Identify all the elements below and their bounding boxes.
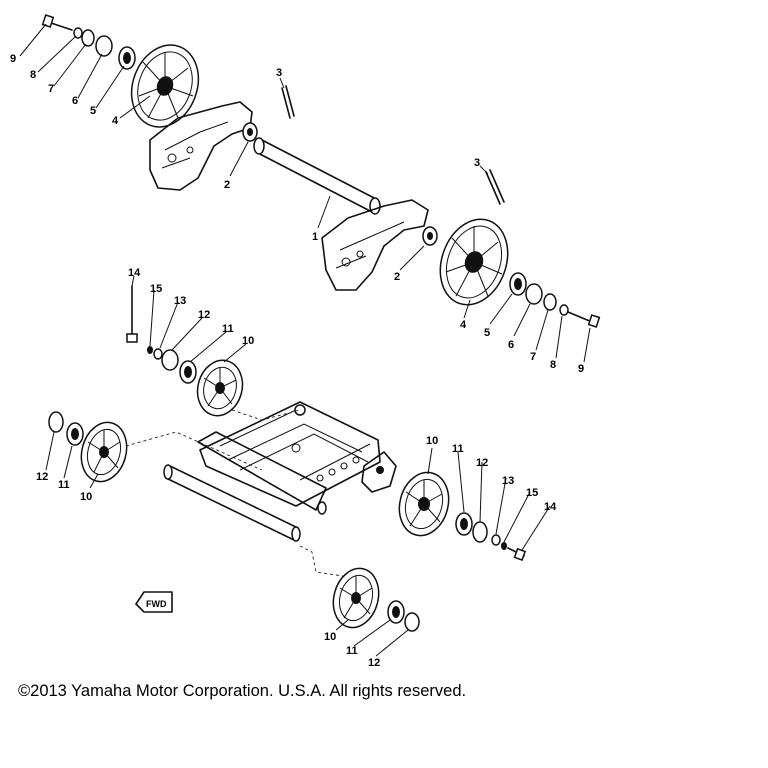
washer-8-upper-left [73,27,83,39]
ring-13-mid-right [491,534,501,546]
callout-5-right: 5 [484,327,490,339]
bearing-11-mid-right [455,512,473,536]
callout-11-mid-right: 11 [452,443,464,455]
guide-line-bottom [299,545,357,579]
callout-7-upper-left: 7 [48,83,54,95]
leader-lines [19,23,591,657]
wheel-4-upper-left [130,44,200,128]
bearing-11-lower-center [387,600,405,624]
callout-3-right: 3 [474,157,480,169]
callout-10-lower-center: 10 [324,631,336,643]
callout-10-lower-left: 10 [80,491,92,503]
washer-15-mid-right [501,542,507,550]
callout-8-upper-left: 8 [30,69,36,81]
wheel-4-right [439,218,509,306]
callout-3-upper: 3 [276,67,282,79]
callout-13-mid-left: 13 [174,295,186,307]
callout-10-mid-left: 10 [242,335,254,347]
axle-bracket-right [361,451,397,493]
idler-wheel-10-mid-left [196,359,244,417]
idler-wheel-10-lower-center [332,567,380,629]
forward-arrow-icon: FWD [135,591,173,613]
forward-label: FWD [146,599,167,609]
suspension-arm-upper-left [149,101,253,191]
ring-12-mid-right [472,521,488,543]
callout-2-upper-left: 2 [224,179,230,191]
pin-3-right [485,169,505,205]
callout-11-lower-left: 11 [58,479,70,491]
bearing-11-mid-left [179,360,197,384]
callout-2-right: 2 [394,271,400,283]
copyright-notice: ©2013 Yamaha Motor Corporation. U.S.A. A… [18,682,467,700]
cross-shaft-1 [253,137,381,215]
washer-15-mid-left [147,346,153,354]
callout-12-mid-left: 12 [198,309,210,321]
callout-14-mid-right: 14 [544,501,557,513]
washer-8-right [559,304,569,316]
connector-shaft [197,431,327,515]
slide-rail-frame [199,401,381,507]
callout-7-right: 7 [530,351,536,363]
bearing-5-upper-left [118,46,136,70]
ring-12-mid-left [161,349,179,371]
guide-line-mid [231,409,301,421]
ring-12-lower-left [48,411,64,433]
callout-5-upper-left: 5 [90,105,96,117]
callout-12-mid-right: 12 [476,457,488,469]
bolt-14-mid-left [126,285,138,343]
callout-4-right: 4 [460,319,467,331]
suspension-arm-upper-right [321,199,429,291]
ring-13-mid-left [153,348,163,360]
guide-line-left [125,431,263,471]
callout-14-mid-left: 14 [128,267,141,279]
callout-12-lower-left: 12 [36,471,48,483]
ring-7-upper-left [81,29,95,47]
callout-8-right: 8 [550,359,556,371]
callout-1: 1 [312,231,318,243]
ring-6-right [525,283,543,305]
bearing-5-right [509,272,527,296]
bolt-14-mid-right [507,547,527,562]
callout-10-mid-right: 10 [426,435,438,447]
ring-12-lower-center [404,612,420,632]
callout-9-upper-left: 9 [10,53,16,65]
callout-numbers: 9 8 7 6 5 4 2 3 1 3 2 4 5 6 7 8 9 14 15 … [10,53,584,669]
callout-4-upper-left: 4 [112,115,119,127]
bolt-9-upper-left [41,14,73,31]
idler-wheel-10-lower-left [80,421,128,483]
pin-3-upper [281,85,295,119]
callout-11-lower-center: 11 [346,645,358,657]
bearing-11-lower-left [66,422,84,446]
ring-6-upper-left [95,35,113,57]
callout-6-upper-left: 6 [72,95,78,107]
callout-12-lower-center: 12 [368,657,380,669]
ring-7-right [543,293,557,311]
lower-shaft [163,464,301,542]
bolt-9-right [567,311,601,328]
callout-9-right: 9 [578,363,584,375]
callout-13-mid-right: 13 [502,475,514,487]
callout-15-mid-left: 15 [150,283,162,295]
callout-11-mid-left: 11 [222,323,234,335]
callout-6-right: 6 [508,339,514,351]
bushing-2-upper-left [242,122,258,142]
bushing-2-right [422,226,438,246]
callout-15-mid-right: 15 [526,487,538,499]
exploded-parts-diagram: FWD [10,14,601,669]
idler-wheel-10-mid-right [398,471,450,537]
